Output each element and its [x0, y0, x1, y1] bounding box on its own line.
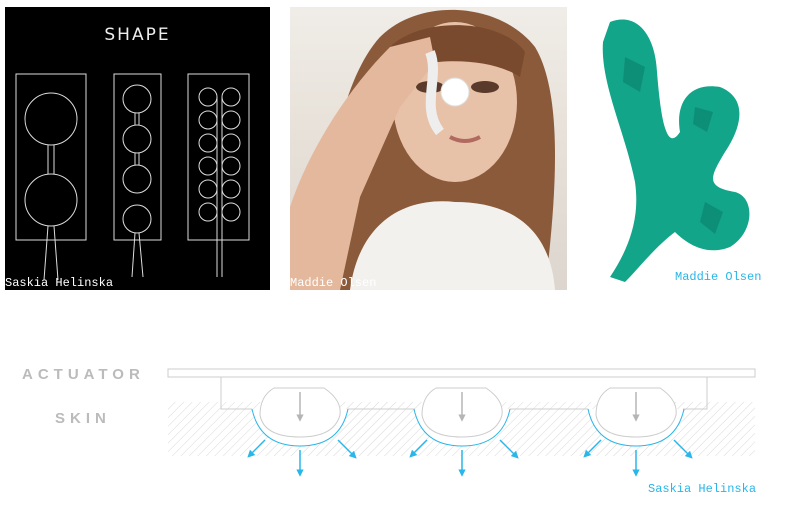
shape-four-circles	[113, 73, 162, 278]
photo-illustration	[290, 9, 555, 290]
shape-two-circles	[15, 73, 87, 281]
shape-title: SHAPE	[104, 25, 171, 45]
skin-label: SKIN	[55, 410, 111, 427]
shape-panel: SHAPE Saskia Helinska	[5, 7, 270, 290]
force-arrow	[337, 439, 357, 459]
photo-credit: Maddie Olsen	[290, 276, 377, 290]
actuator-label: ACTUATOR	[22, 366, 145, 383]
force-arrow	[499, 439, 519, 459]
wearable-photo: Maddie Olsen	[290, 7, 567, 290]
prototype-shape	[602, 19, 750, 282]
force-arrow	[673, 439, 693, 459]
actuator-outline	[220, 377, 708, 410]
force-arrow	[409, 439, 428, 458]
shape-outlines	[15, 73, 250, 281]
diagram-credit: Saskia Helinska	[648, 482, 757, 496]
prototype-credit: Maddie Olsen	[675, 270, 762, 284]
shape-twelve-circles	[187, 73, 250, 277]
shape-credit: Saskia Helinska	[5, 276, 114, 290]
force-arrow	[247, 439, 266, 458]
force-arrow	[583, 439, 602, 458]
actuator-bar	[167, 368, 756, 378]
